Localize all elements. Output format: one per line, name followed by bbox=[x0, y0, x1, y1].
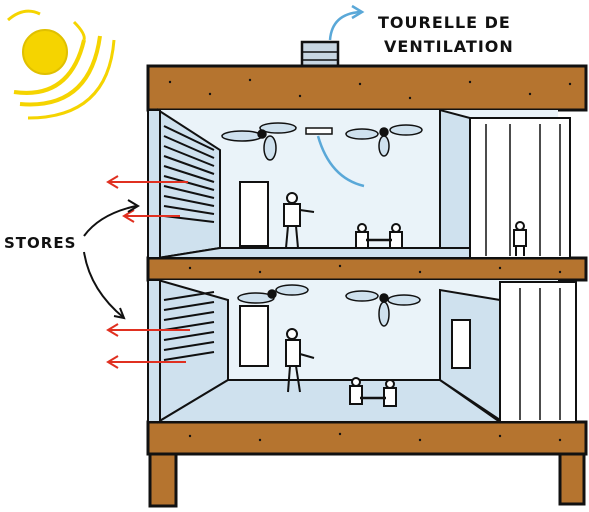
ground-floor-slab bbox=[148, 422, 586, 454]
person-icon bbox=[390, 224, 402, 248]
ventilation-turret-label-line1: TOURELLE DE bbox=[378, 13, 511, 32]
person-icon bbox=[384, 380, 396, 406]
middle-floor-slab bbox=[148, 258, 586, 280]
foundation-post-left bbox=[150, 454, 176, 506]
person-icon bbox=[350, 378, 362, 404]
blinds-pointer-arrow bbox=[84, 200, 138, 318]
facade-column-upper bbox=[148, 110, 160, 258]
facade-column-lower bbox=[148, 280, 160, 422]
sun-icon bbox=[8, 11, 114, 118]
foundation-post-right bbox=[560, 454, 584, 504]
blinds-label: STORES bbox=[4, 234, 76, 252]
roof-slab bbox=[148, 66, 586, 110]
ventilation-turret-label-line2: VENTILATION bbox=[384, 37, 514, 56]
person-icon bbox=[356, 224, 368, 248]
ceiling-vent bbox=[306, 128, 332, 134]
